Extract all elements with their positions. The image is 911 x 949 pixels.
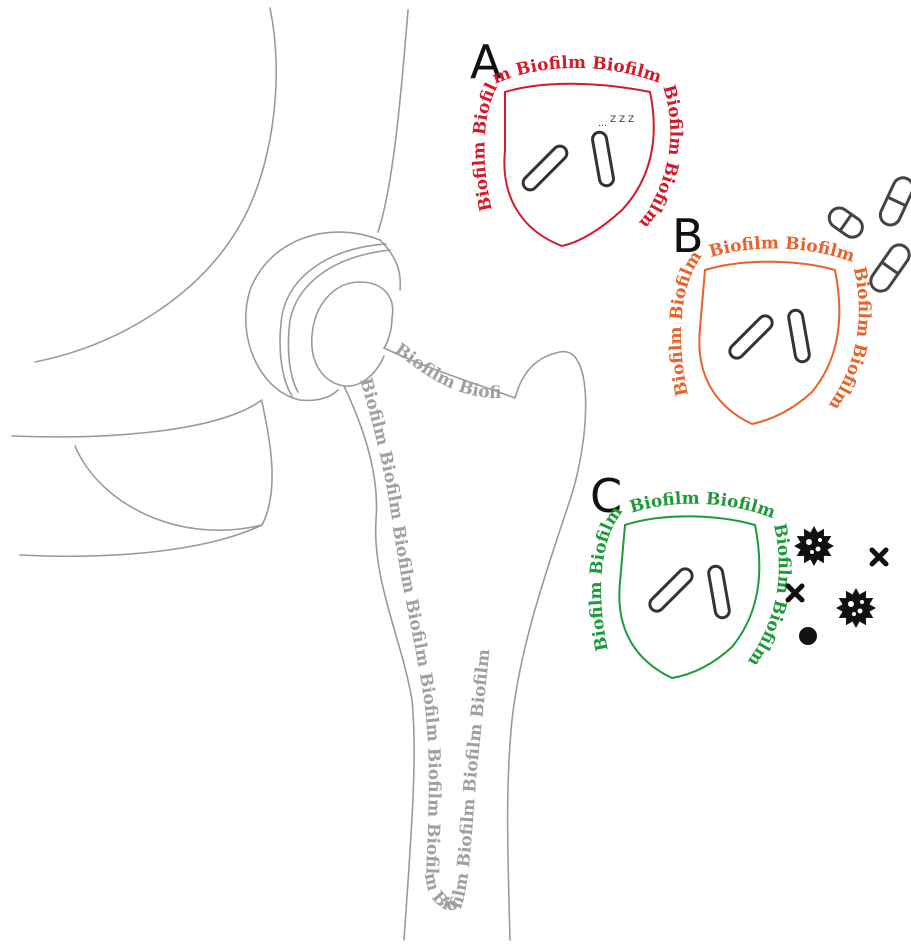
bacterium-rod-icon (708, 565, 731, 619)
spiky-cell-granule (848, 601, 854, 607)
hip-bone-illustration (12, 8, 586, 940)
x-mark-icon (872, 550, 886, 564)
panel-a: A Biofilm Biofilm Biofilm Biofilm Biofil… (469, 35, 685, 258)
sleep-text: Z Z Z (610, 115, 634, 125)
acetabulum-rim (380, 240, 400, 290)
panel-b-biofilm-shield (699, 262, 839, 424)
spiky-cell-granule (810, 550, 814, 554)
obturator-curve (75, 402, 272, 530)
panel-b-biofilm-ring: Biofilm Biofilm Biofilm Biofilm Biofilm … (666, 233, 874, 413)
immune-response (788, 526, 886, 645)
panel-a-bacteria (520, 131, 614, 193)
femoral-head (312, 282, 393, 386)
bacterium-rod-icon (647, 566, 695, 614)
zzz-sleep-icon: … Z Z Z (598, 115, 634, 129)
pelvis-lower-line (12, 400, 262, 437)
panel-b: B Biofilm Biofilm Biofilm Biofilm Biofil… (666, 174, 911, 440)
capsule-icon (877, 174, 911, 228)
panel-b-bacteria (727, 309, 810, 363)
spiky-cell-body (794, 526, 834, 566)
panel-a-biofilm-shield (504, 84, 653, 246)
bacterium-rod-icon (727, 313, 775, 361)
bone-biofilm-label-shaft: Biofilm Biofilm Biofilm Biofilm Biofilm … (355, 376, 494, 916)
svg-text:…: … (598, 119, 607, 129)
bacterium-rod-icon (520, 143, 569, 192)
capsule-icon (867, 241, 911, 295)
femur-neck-top (384, 318, 392, 348)
pelvis-outline-outer (35, 8, 276, 362)
spiky-cell-granule (860, 600, 864, 604)
panel-c-biofilm-shield (619, 516, 759, 678)
spiky-cell-granule (818, 538, 822, 542)
immune-dot-icon (799, 627, 817, 645)
spiky-cell-granule (806, 539, 812, 545)
capsule-icon (825, 204, 866, 241)
panel-c-bacteria (647, 565, 730, 619)
spiky-cell-granule (858, 609, 863, 614)
spiky-cell-granule (816, 547, 821, 552)
panel-c: C Biofilm Biofilm Biofilm Biofilm Biofil… (586, 469, 886, 694)
acetabulum-cup (246, 232, 380, 400)
bacterium-rod-icon (788, 309, 811, 363)
spiky-cell-body (836, 588, 876, 628)
spiky-cell-icon (794, 526, 834, 566)
pelvis-outline-inner (378, 10, 408, 232)
spiky-cell-icon (836, 588, 876, 628)
bacterium-rod-icon (591, 131, 614, 187)
spiky-cell-granule (852, 612, 856, 616)
